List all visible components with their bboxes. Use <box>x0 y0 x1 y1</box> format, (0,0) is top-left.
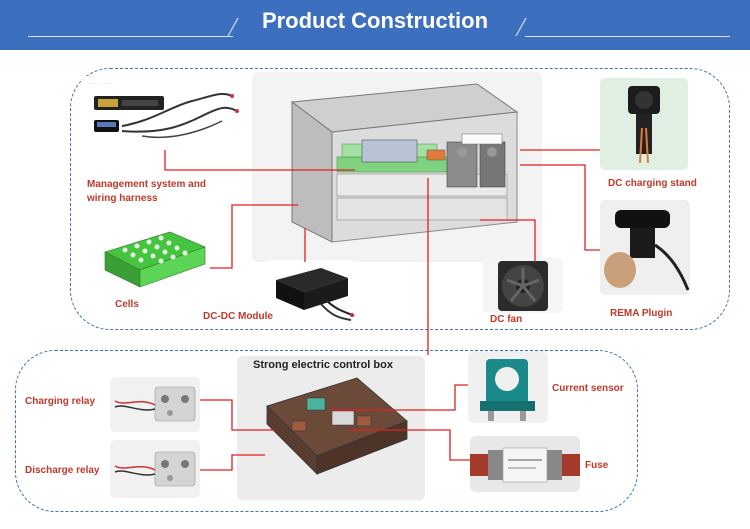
fuse-image <box>470 436 580 492</box>
header-bar: Product Construction <box>0 0 750 50</box>
discharge-relay-image <box>110 440 200 498</box>
upper-panel <box>70 68 730 330</box>
current-sensor-image <box>468 351 548 423</box>
control-box-label: Strong electric control box <box>253 359 393 371</box>
control-box-image <box>237 356 425 500</box>
rema-label: REMA Plugin <box>610 308 673 319</box>
charging-relay-label: Charging relay <box>25 396 96 407</box>
discharge-relay-label: Discharge relay <box>25 465 100 476</box>
cells-image <box>100 222 210 292</box>
management-system-image: . . . . . . . . . . . <box>82 76 242 156</box>
dc-stand-label: DC charging stand <box>608 178 697 189</box>
header-line-right <box>525 36 730 37</box>
fuse-label: Fuse <box>585 460 609 471</box>
header-line-left <box>28 36 233 37</box>
dc-fan-image <box>483 258 563 313</box>
charging-relay-image <box>110 377 200 432</box>
battery-pack-image <box>252 72 542 262</box>
header-slash-left <box>227 17 239 37</box>
lower-panel <box>15 350 638 512</box>
header-slash-right <box>515 17 527 37</box>
dcdc-module-image <box>266 260 356 322</box>
rema-plugin-image <box>600 200 690 295</box>
cells-label: Cells <box>115 299 139 310</box>
svg-text:. . . . . . . . . . .: . . . . . . . . . . . <box>88 80 111 85</box>
current-sensor-label: Current sensor <box>552 383 624 394</box>
dcdc-label: DC-DC Module <box>203 311 273 322</box>
management-label: Management system and wiring harness <box>87 179 206 204</box>
fan-label: DC fan <box>490 314 523 325</box>
page-title: Product Construction <box>261 8 489 33</box>
dc-charging-stand-image <box>600 78 688 170</box>
